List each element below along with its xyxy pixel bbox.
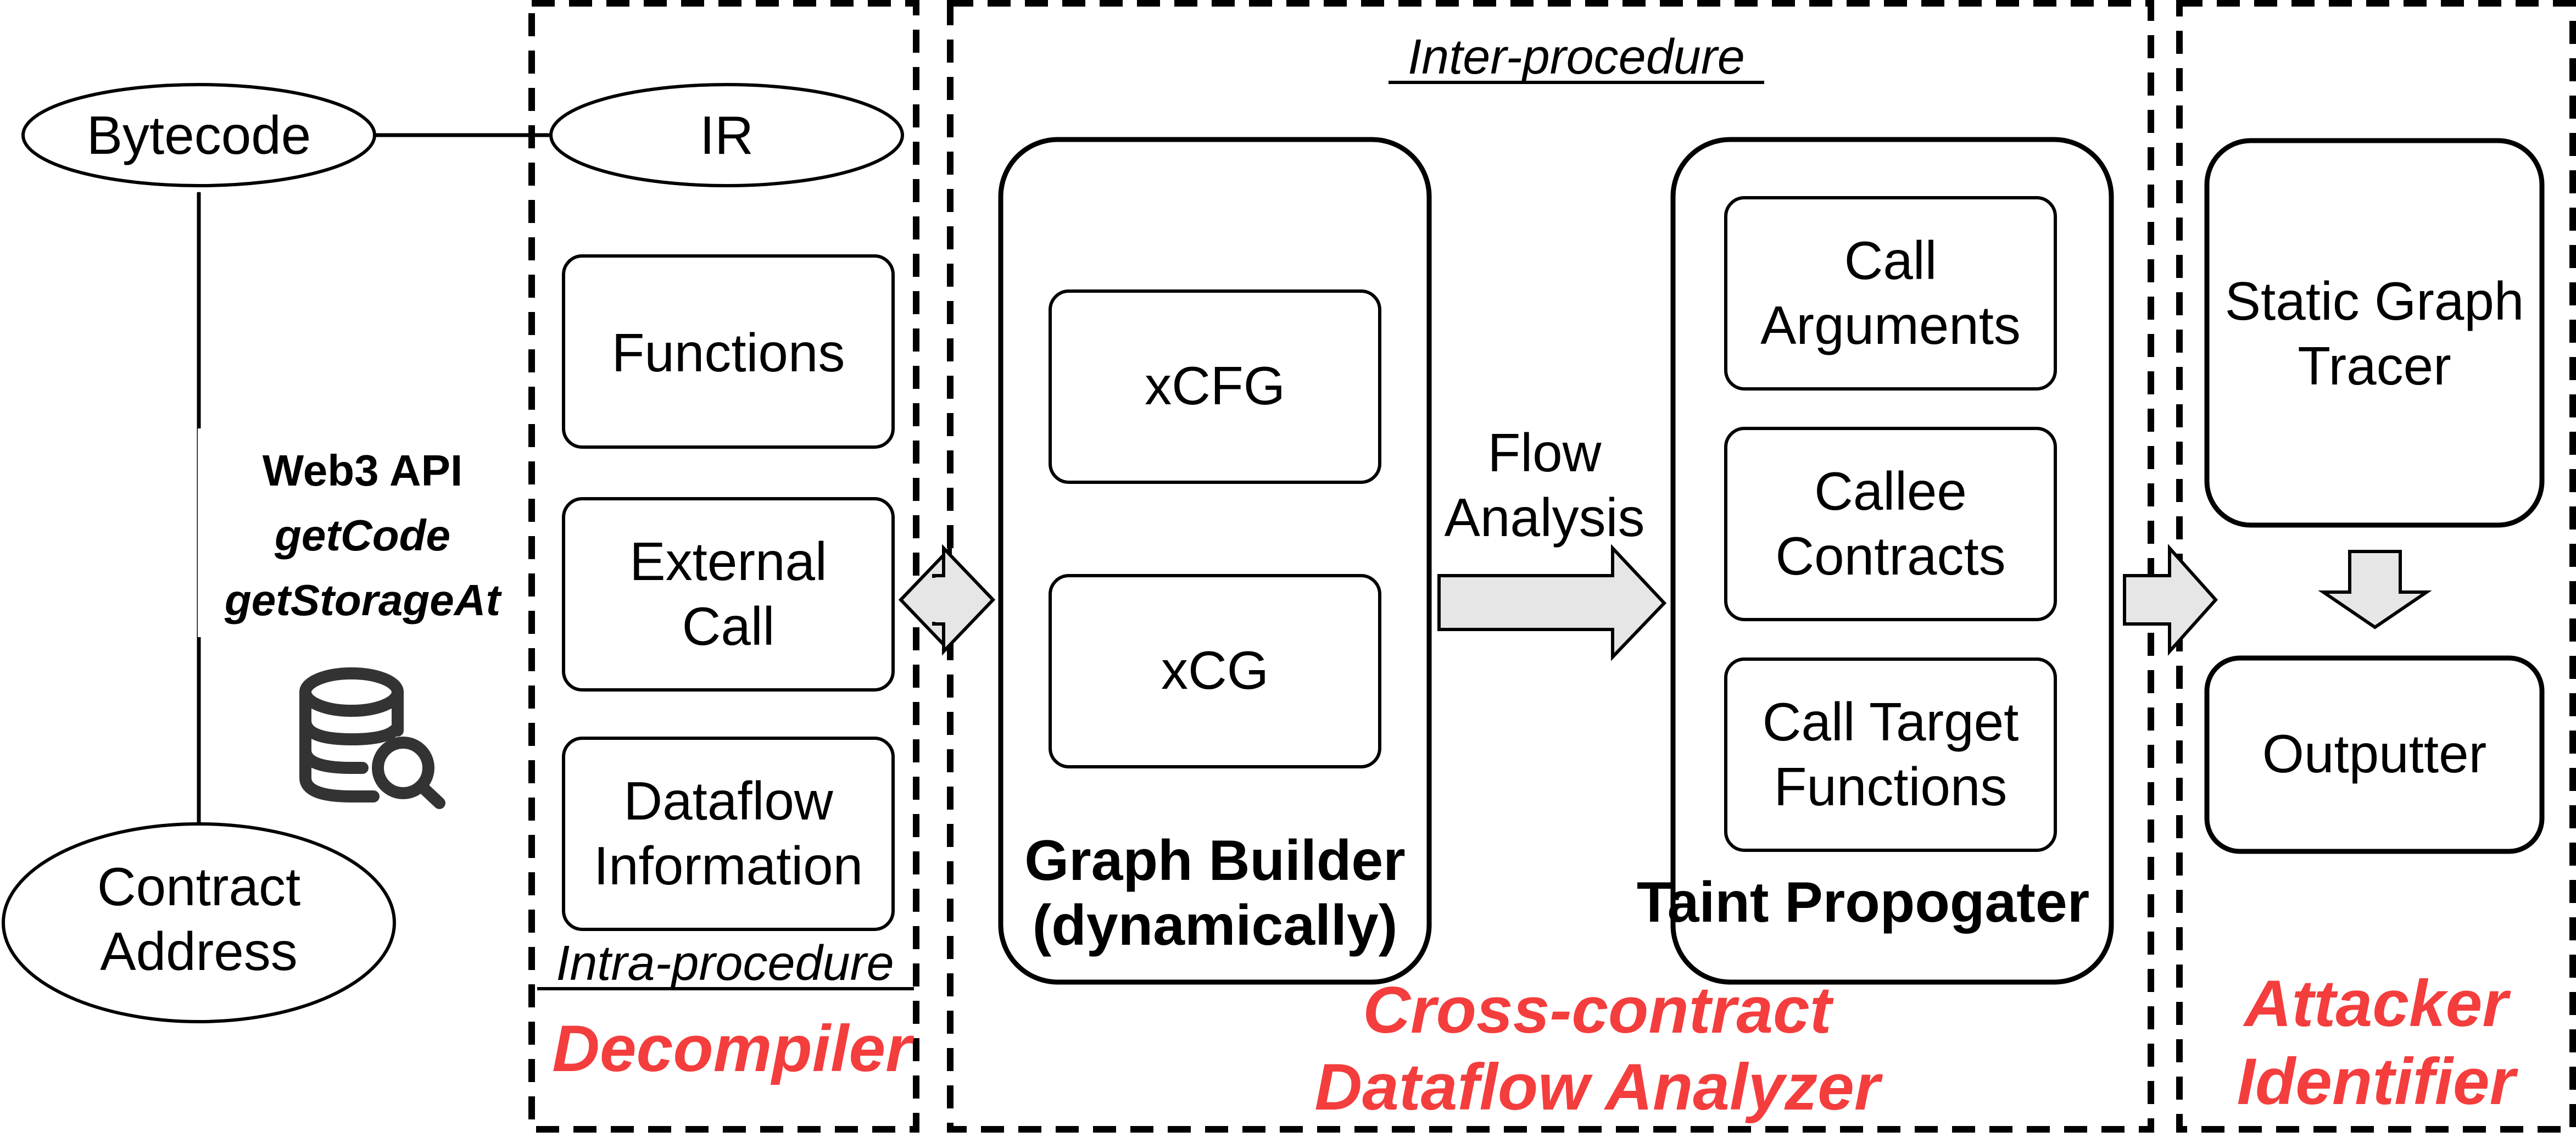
analyzer-module-label-line1: Cross-contract [1363, 973, 1835, 1047]
decompiler-item-external-call: External Call [562, 497, 895, 692]
flow-analysis-label-line2: Analysis [1445, 487, 1645, 548]
xcfg-label: xCFG [1145, 355, 1285, 416]
svg-text:Tracer: Tracer [2298, 336, 2451, 396]
taint-propogater-panel: Call Arguments Callee Contracts Call Tar… [1637, 137, 2114, 985]
svg-text:Information: Information [594, 835, 863, 896]
contract-address-node: Contract Address [2, 822, 396, 1023]
web3-api-backdrop [198, 428, 527, 637]
decompiler-module-label: Decompiler [552, 1012, 915, 1085]
tracer-to-outputter-fat-arrow [2318, 550, 2432, 629]
intra-procedure-label: Intra-procedure [556, 936, 894, 991]
web3-api-method-getstorageat: getStorageAt [224, 576, 503, 625]
graph-builder-panel: xCFG xCG Graph Builder (dynamically) [998, 137, 1432, 985]
analyzer-module-label-line2: Dataflow Analyzer [1314, 1050, 1883, 1124]
callee-contracts-box [1724, 427, 2057, 621]
identifier-module-label-line2: Identifier [2237, 1045, 2519, 1118]
bidirectional-fat-arrow-body [928, 578, 954, 622]
contract-address-line2: Address [100, 921, 298, 982]
web3-api-method-getcode: getCode [274, 511, 450, 560]
to-identifier-fat-arrow [2123, 544, 2218, 656]
svg-text:Call Target: Call Target [1763, 692, 2019, 752]
static-graph-tracer-box: Static Graph Tracer [2204, 138, 2545, 528]
svg-text:Outputter: Outputter [2262, 723, 2487, 784]
inter-procedure-backdrop [1373, 16, 1780, 88]
svg-text:Contracts: Contracts [1775, 526, 2005, 586]
call-target-functions-box [1724, 657, 2057, 852]
web3-api-title: Web3 API [263, 446, 463, 495]
bytecode-node: Bytecode [21, 83, 376, 187]
xcg-label: xCG [1161, 640, 1269, 700]
contract-address-line1: Contract [97, 856, 300, 917]
decompiler-item-dataflow-information: Dataflow Information [562, 737, 895, 931]
call-arguments-box [1724, 196, 2057, 391]
svg-text:Call: Call [682, 596, 775, 656]
identifier-module-label-line1: Attacker [2243, 967, 2512, 1040]
svg-text:Functions: Functions [1774, 756, 2008, 817]
flow-analysis-fat-arrow [1437, 544, 1667, 661]
svg-text:Arguments: Arguments [1760, 295, 2021, 355]
database-search-icon [299, 667, 445, 809]
xcfg-box [1049, 289, 1381, 484]
xcg-box [1049, 574, 1381, 768]
outputter-box: Outputter [2204, 655, 2545, 854]
inter-procedure-label: Inter-procedure [1408, 30, 1745, 85]
decompiler-frame [528, 0, 919, 1133]
decompiler-item-functions: Functions [562, 254, 895, 449]
graph-builder-title-line1: Graph Builder [1024, 829, 1405, 893]
svg-text:Dataflow: Dataflow [623, 771, 834, 831]
svg-text:Functions: Functions [612, 322, 845, 383]
taint-propogater-title: Taint Propogater [1637, 871, 2089, 934]
bytecode-label: Bytecode [87, 105, 311, 165]
svg-text:External: External [629, 531, 827, 592]
ir-label: IR [700, 105, 754, 165]
flow-analysis-label-line1: Flow [1488, 422, 1602, 483]
svg-text:Static Graph: Static Graph [2225, 271, 2524, 331]
svg-text:Call: Call [1844, 230, 1937, 291]
ir-node: IR [549, 83, 904, 187]
graph-builder-title-line2: (dynamically) [1033, 894, 1398, 957]
svg-text:Callee: Callee [1814, 461, 1967, 521]
